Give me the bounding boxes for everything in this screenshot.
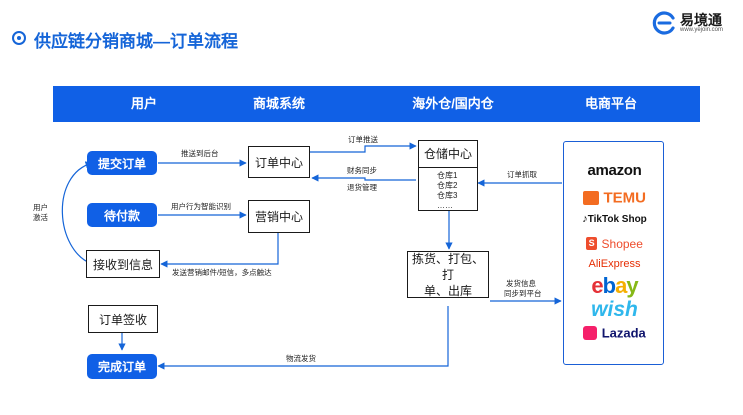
label-logistics: 物流发货	[286, 354, 316, 363]
label-push-backend: 推送到后台	[181, 149, 219, 158]
tiktok-shop-logo: ♪TikTok Shop	[582, 213, 647, 225]
label-finance-sync: 财务同步	[347, 166, 377, 175]
tiktok-note-icon: ♪	[582, 213, 588, 225]
logo-url: www.yejoin.com	[680, 27, 724, 33]
ecommerce-platform-panel: amazon TEMU ♪TikTok Shop S Shopee AliExp…	[563, 141, 664, 365]
header-ecommerce-platforms: 电商平台	[584, 96, 637, 111]
label-send-marketing: 发送营销邮件/短信，多点触达	[172, 268, 272, 277]
label-ship-info-2: 同步到平台	[504, 289, 542, 298]
marketing-center-node: 营销中心	[248, 200, 310, 233]
receive-info-node: 接收到信息	[86, 250, 160, 278]
lazada-heart-icon	[583, 325, 598, 340]
temu-logo: TEMU	[564, 189, 665, 207]
warehouse-3: 仓库3	[437, 191, 458, 200]
amazon-logo: amazon	[587, 162, 642, 179]
header-users: 用户	[130, 96, 157, 111]
shopee-bag-icon: S	[586, 237, 598, 251]
warehouse-center-title: 仓储中心	[419, 141, 477, 168]
label-user-behavior: 用户行为智能识别	[171, 202, 231, 211]
temu-badge-icon	[583, 190, 600, 205]
order-signed-node: 订单签收	[88, 305, 158, 333]
header-mall-system: 商城系统	[252, 96, 305, 111]
page-title: 供应链分销商城—订单流程	[34, 32, 238, 51]
pending-payment-node: 待付款	[87, 203, 157, 227]
order-center-node: 订单中心	[248, 146, 310, 178]
pick-pack-line-1: 拣货、打包、打	[411, 251, 484, 282]
warehouse-1: 仓库1	[437, 171, 458, 180]
label-user-activate-2: 激活	[33, 213, 48, 222]
logo-name: 易境通	[680, 12, 722, 28]
title-bullet-icon	[12, 31, 26, 45]
aliexpress-logo: AliExpress	[588, 258, 641, 270]
yejoin-logo-icon	[652, 11, 675, 35]
label-order-fetch: 订单抓取	[507, 170, 537, 179]
pick-pack-line-2: 单、出库	[423, 283, 472, 298]
warehouse-more: ……	[437, 201, 453, 210]
label-user-activate-1: 用户	[33, 203, 48, 212]
submit-order-node: 提交订单	[87, 151, 157, 175]
header-warehouse: 海外仓/国内仓	[412, 96, 494, 111]
shopee-logo: S Shopee	[564, 235, 665, 253]
label-shipping-mgmt: 退货管理	[347, 183, 377, 192]
lazada-logo: Lazada	[564, 324, 665, 342]
warehouse-center-node: 仓储中心 仓库1 仓库2 仓库3 ……	[418, 140, 478, 211]
wish-logo: wish	[591, 298, 638, 321]
label-order-push: 订单推送	[348, 135, 378, 144]
pick-pack-ship-node: 拣货、打包、打 单、出库	[407, 251, 489, 298]
label-ship-info-1: 发货信息	[506, 279, 536, 288]
warehouse-2: 仓库2	[437, 181, 458, 190]
order-complete-node: 完成订单	[87, 354, 157, 379]
ebay-logo: ebay ebay	[591, 273, 638, 298]
swimlane-header: 用户 商城系统 海外仓/国内仓 电商平台	[53, 86, 700, 122]
